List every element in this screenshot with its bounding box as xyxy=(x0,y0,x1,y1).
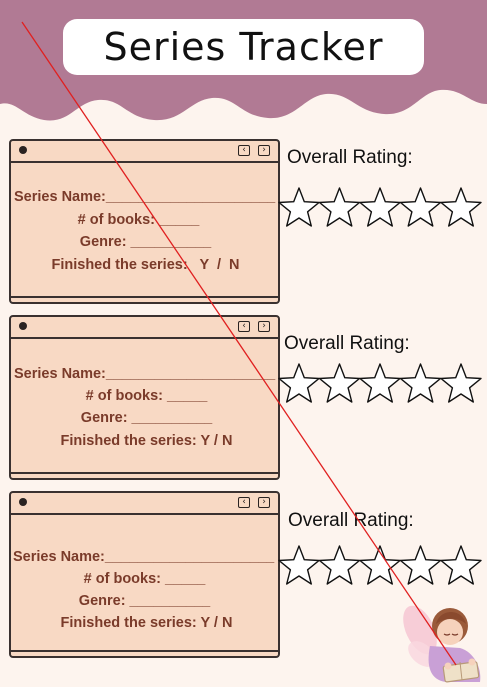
star-outline-icon[interactable] xyxy=(399,363,442,403)
overall-rating-label: Overall Rating: xyxy=(287,147,413,168)
num-books-field: # of books: _____ xyxy=(77,212,200,228)
chevron-left-icon: ‹ xyxy=(238,145,250,156)
series-name-field: Series Name:_____________________ xyxy=(13,549,275,565)
series-card-3: ‹ › Series Name:_____________________ # … xyxy=(9,491,280,658)
window-dot-icon xyxy=(19,146,27,154)
star-outline-icon[interactable] xyxy=(399,545,442,585)
series-name-field: Series Name:_____________________ xyxy=(14,366,276,382)
series-card-1: ‹ › Series Name:_____________________ # … xyxy=(9,139,280,304)
card-title-bar: ‹ › xyxy=(11,317,278,339)
card-bottom-rule xyxy=(10,296,279,298)
star-outline-icon[interactable] xyxy=(440,545,482,585)
card-bottom-rule xyxy=(10,472,279,474)
finished-field: Finished the series: Y / N xyxy=(60,433,233,449)
card-bottom-rule xyxy=(10,650,279,652)
finished-field: Finished the series: Y / N xyxy=(60,615,233,631)
finished-field: Finished the series: Y / N xyxy=(51,257,240,273)
window-dot-icon xyxy=(19,322,27,330)
rating-stars[interactable] xyxy=(277,362,483,406)
overall-rating-label: Overall Rating: xyxy=(288,510,414,531)
chevron-right-icon: › xyxy=(258,321,270,332)
chevron-right-icon: › xyxy=(258,497,270,508)
genre-field: Genre: __________ xyxy=(78,593,211,609)
genre-field: Genre: __________ xyxy=(80,410,213,426)
chevron-left-icon: ‹ xyxy=(238,321,250,332)
card-title-bar: ‹ › xyxy=(11,141,278,163)
rating-stars[interactable] xyxy=(277,544,483,588)
num-books-field: # of books: _____ xyxy=(85,388,208,404)
star-outline-icon[interactable] xyxy=(318,187,361,227)
series-card-2: ‹ › Series Name:_____________________ # … xyxy=(9,315,280,480)
star-outline-icon[interactable] xyxy=(278,545,320,585)
chevron-left-icon: ‹ xyxy=(238,497,250,508)
num-books-field: # of books: _____ xyxy=(83,571,206,587)
star-outline-icon[interactable] xyxy=(318,545,361,585)
window-dot-icon xyxy=(19,498,27,506)
star-outline-icon[interactable] xyxy=(359,363,401,403)
star-outline-icon[interactable] xyxy=(359,187,401,227)
star-outline-icon[interactable] xyxy=(440,187,482,227)
overall-rating-label: Overall Rating: xyxy=(284,333,410,354)
card-title-bar: ‹ › xyxy=(11,493,278,515)
star-outline-icon[interactable] xyxy=(278,187,320,227)
rating-stars[interactable] xyxy=(277,186,483,230)
star-outline-icon[interactable] xyxy=(399,187,442,227)
star-outline-icon[interactable] xyxy=(318,363,361,403)
star-outline-icon[interactable] xyxy=(359,545,401,585)
page-title: Series Tracker xyxy=(63,19,424,75)
genre-field: Genre: __________ xyxy=(79,234,212,250)
star-outline-icon[interactable] xyxy=(440,363,482,403)
chevron-right-icon: › xyxy=(258,145,270,156)
star-outline-icon[interactable] xyxy=(278,363,320,403)
series-name-field: Series Name:_____________________ xyxy=(14,189,276,205)
fairy-reading-illustration xyxy=(403,605,481,683)
